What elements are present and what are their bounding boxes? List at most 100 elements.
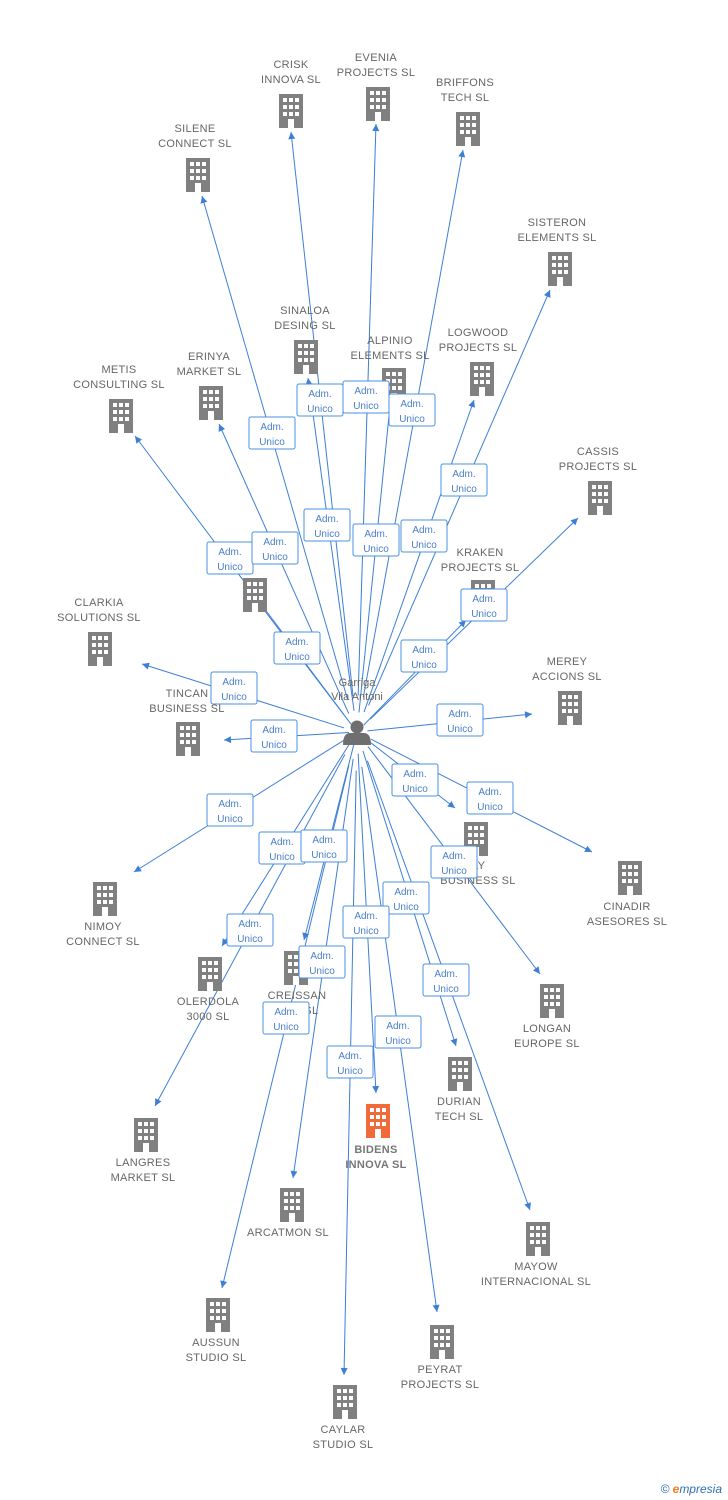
building-icon: [199, 386, 223, 420]
relation-label-kraken[interactable]: Adm.Unico: [400, 639, 448, 673]
relation-label-bidens[interactable]: Adm.Unico: [342, 905, 390, 939]
relation-text: Unico: [471, 609, 497, 620]
relation-label-briffons[interactable]: Adm.Unico: [388, 393, 436, 427]
edge-sisteron: [368, 289, 551, 706]
relation-text: Adm.: [270, 837, 293, 848]
relation-label-sisteron[interactable]: Adm.Unico: [440, 463, 488, 497]
building-icon: [93, 882, 117, 916]
relation-label-erinya[interactable]: Adm.Unico: [251, 531, 299, 565]
relation-text: Adm.: [218, 547, 241, 558]
company-name-line: CONNECT SL: [158, 138, 232, 150]
relation-label-longan[interactable]: Adm.Unico: [430, 845, 478, 879]
company-name-line: TECH SL: [441, 92, 490, 104]
relation-label-evenia[interactable]: Adm.Unico: [342, 380, 390, 414]
relation-label-arcatmon[interactable]: Adm.Unico: [298, 945, 346, 979]
company-name-line: MAYOW: [514, 1261, 558, 1273]
arrowhead-evenia: [372, 124, 380, 132]
relation-label-mayow[interactable]: Adm.Unico: [422, 963, 470, 997]
center-person-name: Garriga: [339, 677, 377, 689]
relation-label-olerdola[interactable]: Adm.Unico: [258, 831, 306, 865]
company-name-line: BUSINESS SL: [149, 703, 224, 715]
company-name-line: EVENIA: [355, 52, 398, 64]
relation-label-langres[interactable]: Adm.Unico: [226, 913, 274, 947]
relation-label-peyrat[interactable]: Adm.Unico: [374, 1015, 422, 1049]
relation-text: Unico: [363, 544, 389, 555]
relation-label-alpinio[interactable]: Adm.Unico: [352, 523, 400, 557]
relation-box: [262, 1001, 310, 1035]
building-icon: [176, 722, 200, 756]
building-icon: [88, 632, 112, 666]
company-name-line: ALPINIO: [367, 335, 413, 347]
relation-box: [400, 639, 448, 673]
person-head-icon: [350, 720, 364, 734]
relation-text: Adm.: [394, 887, 417, 898]
relation-box: [466, 781, 514, 815]
company-name-line: LONGAN: [523, 1023, 571, 1035]
company-name-line: NIMOY: [84, 921, 122, 933]
company-node-arcatmon[interactable]: ARCATMON SL: [247, 1188, 329, 1239]
relation-label-durian[interactable]: Adm.Unico: [382, 881, 430, 915]
relation-label-logwood[interactable]: Adm.Unico: [400, 519, 448, 553]
relation-box: [391, 763, 439, 797]
edge-logwood: [363, 399, 475, 713]
relation-label-tincan[interactable]: Adm.Unico: [250, 719, 298, 753]
arrowhead-bidens: [372, 1085, 380, 1093]
edge-metis: [134, 435, 345, 715]
relation-label-crisk[interactable]: Adm.Unico: [296, 383, 344, 417]
company-name-line: BIDENS: [354, 1144, 397, 1156]
relation-box: [400, 519, 448, 553]
relation-label-clarkia[interactable]: Adm.Unico: [210, 671, 258, 705]
relation-label-caylar[interactable]: Adm.Unico: [326, 1045, 374, 1079]
footer-brand[interactable]: ©empresia: [661, 1482, 722, 1496]
relation-label-nimoy[interactable]: Adm.Unico: [206, 793, 254, 827]
building-icon: [618, 861, 642, 895]
relation-label-creissan[interactable]: Adm.Unico: [300, 829, 348, 863]
relation-label-merey[interactable]: Adm.Unico: [436, 703, 484, 737]
relation-text: Adm.: [218, 799, 241, 810]
relation-label-silene[interactable]: Adm.Unico: [248, 416, 296, 450]
relation-text: Unico: [477, 802, 503, 813]
relation-label-metis[interactable]: Adm.Unico: [206, 541, 254, 575]
company-name-line: CREISSAN: [268, 990, 327, 1002]
relation-label-cinadir[interactable]: Adm.Unico: [466, 781, 514, 815]
relation-label-ay[interactable]: Adm.Unico: [391, 763, 439, 797]
relation-label-cassis[interactable]: Adm.Unico: [460, 588, 508, 622]
relation-text: Adm.: [285, 637, 308, 648]
relation-box: [210, 671, 258, 705]
company-name-line: PEYRAT: [418, 1364, 463, 1376]
relation-label-unnamed[interactable]: Adm. Unico: [273, 631, 321, 665]
relation-label-sinaloa[interactable]: Adm.Unico: [303, 508, 351, 542]
relation-label-aussun[interactable]: Adm.Unico: [262, 1001, 310, 1035]
company-node-unnamed[interactable]: [243, 578, 267, 612]
arrowhead-merey: [524, 711, 532, 719]
relation-text: Unico: [284, 652, 310, 663]
relation-text: Unico: [385, 1036, 411, 1047]
